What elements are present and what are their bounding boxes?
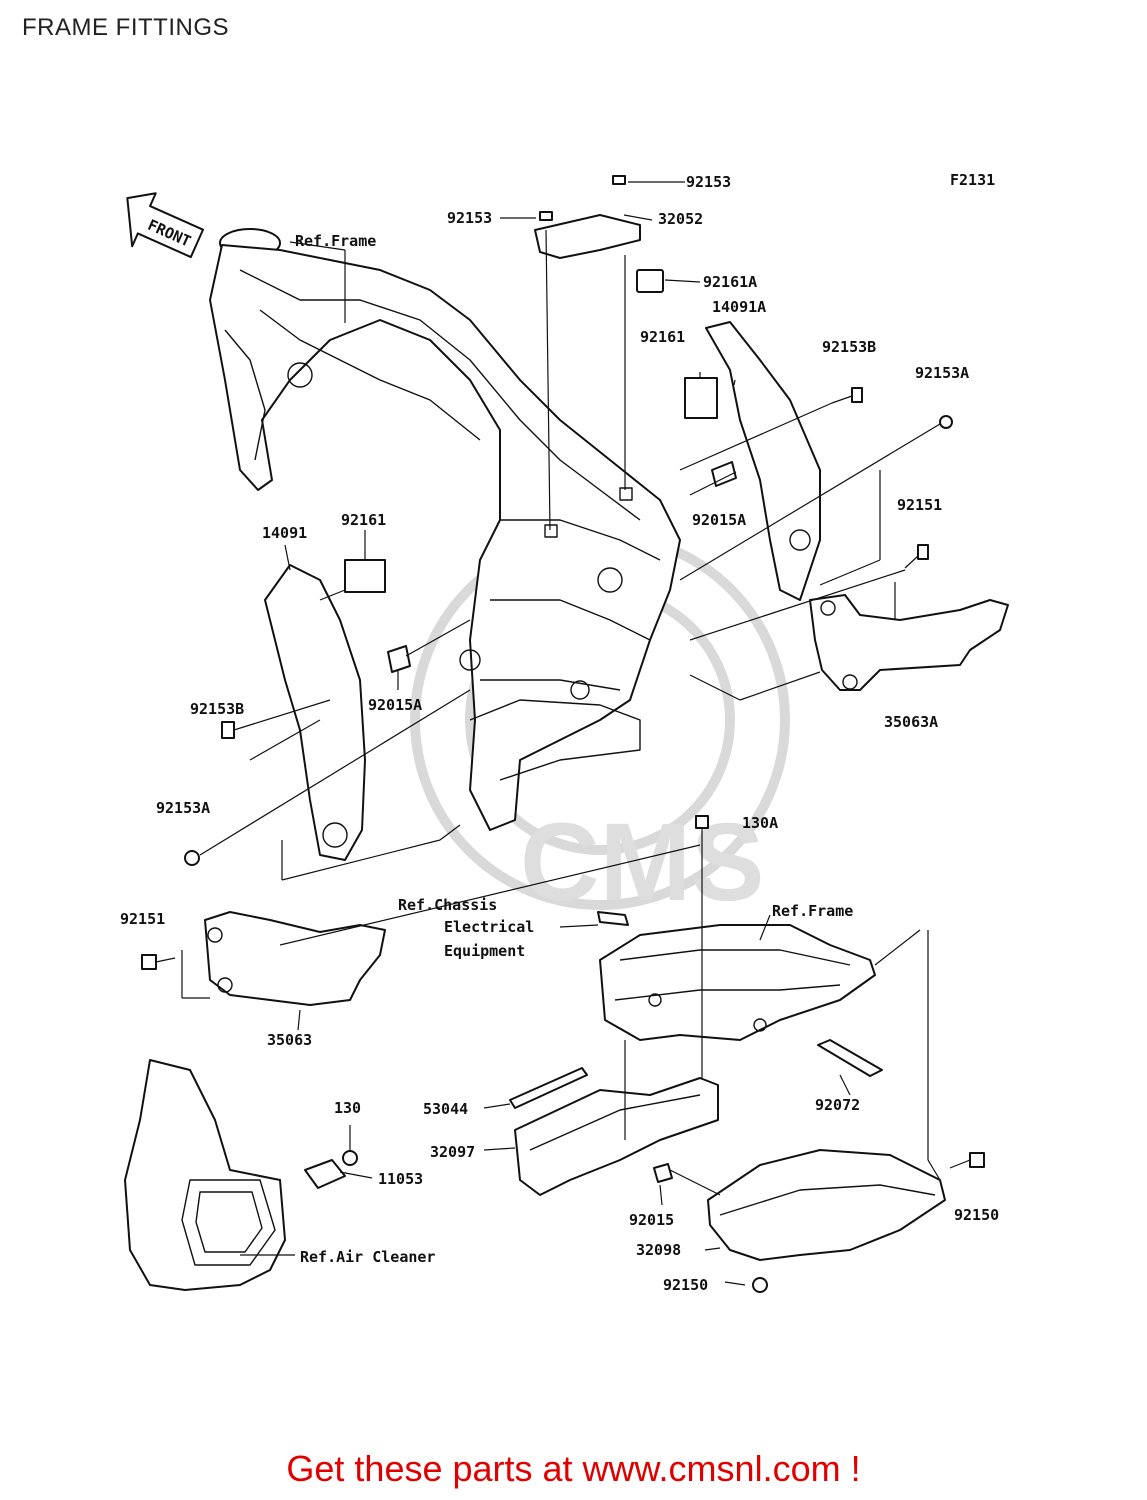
callout-92072: 92072 [815, 1096, 860, 1114]
pad-92161-right [684, 377, 718, 419]
ref-chassis-line3: Equipment [444, 942, 525, 960]
ref-air-cleaner: Ref.Air Cleaner [300, 1248, 435, 1266]
callout-35063: 35063 [267, 1031, 312, 1049]
clip-11053 [304, 1159, 346, 1189]
tube-53044 [509, 1067, 588, 1109]
bracket-35063 [204, 911, 386, 1006]
watermark-text: CMS [520, 801, 764, 924]
bolt-92153A-left [184, 850, 200, 866]
figure-code: F2131 [950, 171, 995, 189]
footer-link[interactable]: Get these parts at www.cmsnl.com ! [286, 1448, 861, 1489]
ref-chassis-line2: Electrical [444, 918, 534, 936]
main-frame [209, 228, 681, 831]
air-cleaner [124, 1059, 286, 1291]
callout-32097: 32097 [430, 1143, 475, 1161]
callout-92153-top: 92153 [686, 173, 731, 191]
callout-92153A-left: 92153A [156, 799, 210, 817]
callout-92153A-right: 92153A [915, 364, 969, 382]
callout-32098: 32098 [636, 1241, 681, 1259]
bracket-electrical [597, 911, 629, 926]
nut-92015 [653, 1163, 673, 1183]
callout-92015: 92015 [629, 1211, 674, 1229]
bolt-130 [342, 1150, 358, 1166]
tray-32097 [514, 1077, 719, 1196]
ref-chassis-line1: Ref.Chassis [398, 896, 497, 914]
page-title: FRAME FITTINGS [22, 14, 229, 41]
callout-32052: 32052 [658, 210, 703, 228]
callout-11053: 11053 [378, 1170, 423, 1188]
ref-frame-lower: Ref.Frame [772, 902, 853, 920]
bolt-icon [539, 175, 953, 569]
callout-92153B-right: 92153B [822, 338, 876, 356]
leader-lines [155, 181, 971, 1286]
cover-14091 [264, 564, 366, 861]
callout-92151-right: 92151 [897, 496, 942, 514]
bolt-92150-right [969, 1152, 985, 1168]
bracket-35063A [809, 594, 1009, 691]
callout-14091: 14091 [262, 524, 307, 542]
callout-92150-right: 92150 [954, 1206, 999, 1224]
callout-130A: 130A [742, 814, 778, 832]
callout-92015A-left: 92015A [368, 696, 422, 714]
callout-92153-left: 92153 [447, 209, 492, 227]
callout-92015A-right: 92015A [692, 511, 746, 529]
callout-35063A: 35063A [884, 713, 938, 731]
callout-130: 130 [334, 1099, 361, 1117]
cover-32098 [707, 1149, 946, 1261]
callout-92150-bottom: 92150 [663, 1276, 708, 1294]
pad-92161-left [344, 559, 386, 593]
bolt-92151-left [141, 954, 157, 970]
collar-92015A-right [711, 461, 737, 487]
callout-53044: 53044 [423, 1100, 468, 1118]
front-arrow-icon: FRONT [126, 192, 205, 259]
callout-14091A: 14091A [712, 298, 766, 316]
bolt-92150-bottom [752, 1277, 768, 1293]
collar-92015A-left [387, 645, 411, 673]
ref-frame-top: Ref.Frame [295, 232, 376, 250]
callout-92153B-left: 92153B [190, 700, 244, 718]
callout-92161A: 92161A [703, 273, 757, 291]
sub-frame [599, 924, 876, 1041]
bolt-130A [695, 815, 709, 829]
strip-92072 [817, 1039, 883, 1077]
cover-14091A [705, 321, 821, 601]
callout-92151-left: 92151 [120, 910, 165, 928]
callout-92161-right: 92161 [640, 328, 685, 346]
pad-92161A [636, 269, 664, 293]
bolt-92153B-left [221, 721, 235, 739]
callout-92161-left: 92161 [341, 511, 386, 529]
bracket-32052 [534, 214, 641, 259]
